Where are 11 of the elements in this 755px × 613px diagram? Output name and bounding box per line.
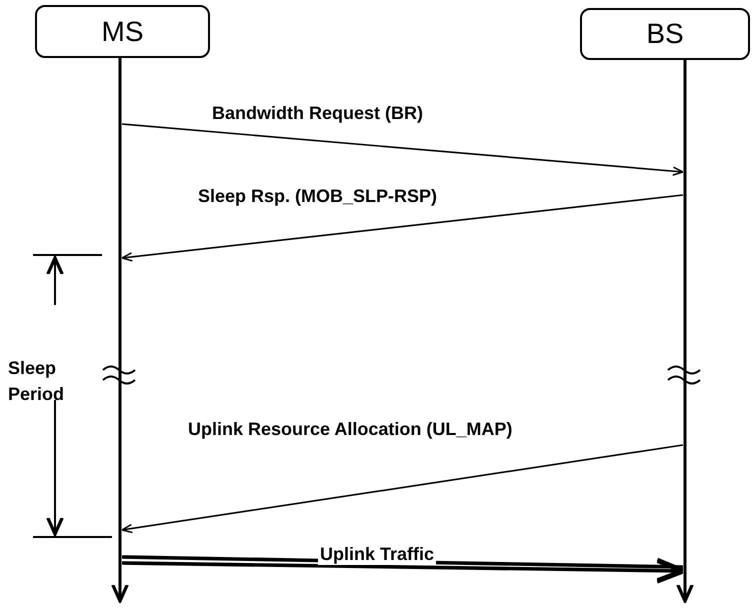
message-arrow — [122, 123, 684, 176]
participant-box: BS — [580, 8, 750, 60]
edge-label: Sleep Rsp. (MOB_SLP-RSP) — [196, 186, 440, 207]
edge-label: Uplink Resource Allocation (UL_MAP) — [186, 419, 514, 440]
participant-box: MS — [35, 5, 210, 58]
message-arrow — [121, 444, 684, 534]
message-arrow — [120, 555, 686, 584]
edge-label: Uplink Traffic — [318, 544, 436, 565]
period-label: Sleep Period — [7, 357, 66, 406]
edge-label: Bandwidth Request (BR) — [210, 103, 425, 124]
message-arrow — [121, 194, 684, 262]
